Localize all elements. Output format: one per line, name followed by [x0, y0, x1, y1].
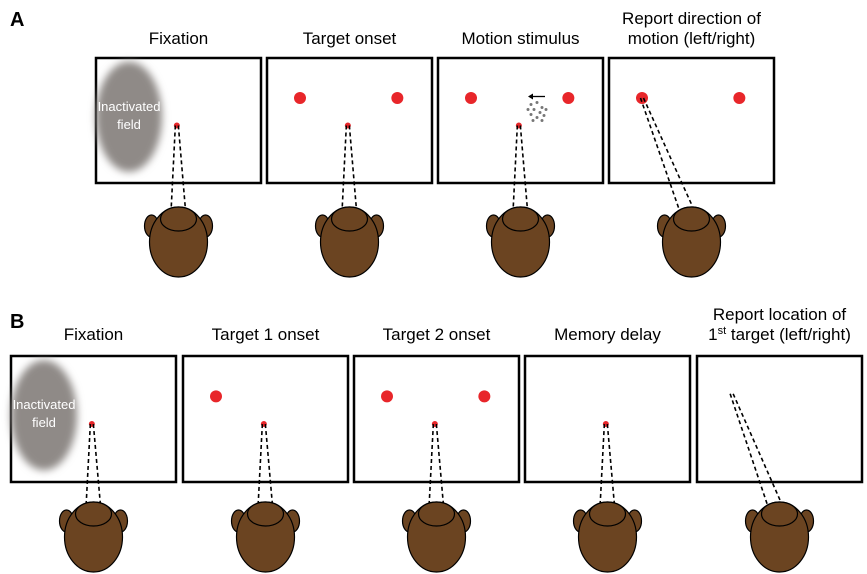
- monkey-brow: [330, 206, 369, 232]
- motion-dot: [535, 101, 539, 104]
- motion-dot: [540, 119, 544, 122]
- task-step: Motion stimulus: [436, 29, 605, 278]
- monkey-brow: [246, 501, 285, 527]
- screen-frame: [352, 354, 521, 484]
- target-dot-right: [391, 92, 404, 104]
- gaze-line: [639, 97, 685, 223]
- gaze-line: [511, 125, 519, 223]
- motion-dot: [529, 113, 533, 116]
- gaze-line: [84, 423, 92, 518]
- arrow-head-icon: [528, 93, 533, 100]
- monkey-brow: [760, 501, 799, 527]
- motion-dot: [531, 119, 535, 122]
- step-label: Target 2 onset: [383, 325, 491, 344]
- gaze-line: [732, 393, 789, 518]
- step-label: Target onset: [303, 29, 397, 48]
- screen-frame: [523, 354, 692, 484]
- motion-dot: [532, 108, 536, 111]
- task-step: Memory delay: [523, 325, 692, 573]
- target-dot-left: [210, 390, 222, 403]
- gaze-line: [606, 423, 617, 518]
- target-dot-left: [381, 390, 393, 403]
- gaze-line: [169, 125, 177, 223]
- target-dot-right: [478, 390, 491, 403]
- monkey-brow: [74, 501, 113, 527]
- step-label: 1st target (left/right): [708, 325, 851, 344]
- gaze-line: [340, 125, 348, 223]
- monkey-brow: [588, 501, 627, 527]
- motion-dot: [544, 108, 548, 111]
- inactivated-field: [11, 360, 77, 471]
- gaze-line: [435, 423, 446, 518]
- motion-dot: [542, 114, 546, 117]
- task-step: Target 1 onset: [181, 325, 350, 573]
- target-dot-left: [294, 92, 306, 104]
- step-label: Memory delay: [554, 325, 661, 344]
- gaze-line: [427, 423, 435, 518]
- monkey-brow: [672, 206, 711, 232]
- gaze-line: [519, 125, 530, 223]
- step-label: Fixation: [64, 325, 124, 344]
- target-dot-left: [465, 92, 477, 104]
- inactivated-field-label: field: [32, 415, 56, 430]
- gaze-line: [92, 423, 103, 518]
- step-label: Fixation: [149, 29, 209, 48]
- step-label: motion (left/right): [628, 29, 756, 48]
- inactivated-field-label: field: [117, 117, 141, 132]
- inactivated-field-label: Inactivated: [13, 397, 76, 412]
- screen-frame: [436, 56, 605, 185]
- panel-letter: B: [10, 311, 24, 333]
- step-label: Target 1 onset: [212, 325, 320, 344]
- step-label: Report direction of: [622, 9, 761, 28]
- motion-dot: [540, 106, 544, 109]
- motion-dot: [535, 116, 539, 119]
- target-dot-left: [636, 92, 648, 104]
- gaze-line: [598, 423, 606, 518]
- screen-frame: [607, 56, 776, 185]
- gaze-line: [177, 125, 188, 223]
- step-label: Report location of: [713, 305, 847, 324]
- monkey-brow: [501, 206, 540, 232]
- gaze-line: [729, 393, 773, 518]
- task-step: Target 2 onset: [352, 325, 521, 573]
- inactivated-field-label: Inactivated: [98, 99, 161, 114]
- inactivated-field: [96, 61, 162, 172]
- monkey-brow: [159, 206, 198, 232]
- motion-dot: [538, 111, 542, 114]
- target-dot-right: [733, 92, 746, 104]
- gaze-line: [256, 423, 264, 518]
- gaze-line: [264, 423, 275, 518]
- target-dot-right: [562, 92, 575, 104]
- gaze-line: [348, 125, 359, 223]
- step-label: Motion stimulus: [461, 29, 579, 48]
- gaze-line: [642, 97, 701, 223]
- motion-dot: [529, 103, 533, 106]
- screen-frame: [181, 354, 350, 484]
- motion-dot: [526, 108, 530, 111]
- task-step: Target onset: [265, 29, 434, 278]
- screen-frame: [265, 56, 434, 185]
- screen-frame: [695, 354, 864, 484]
- panel-letter: A: [10, 9, 24, 31]
- monkey-brow: [417, 501, 456, 527]
